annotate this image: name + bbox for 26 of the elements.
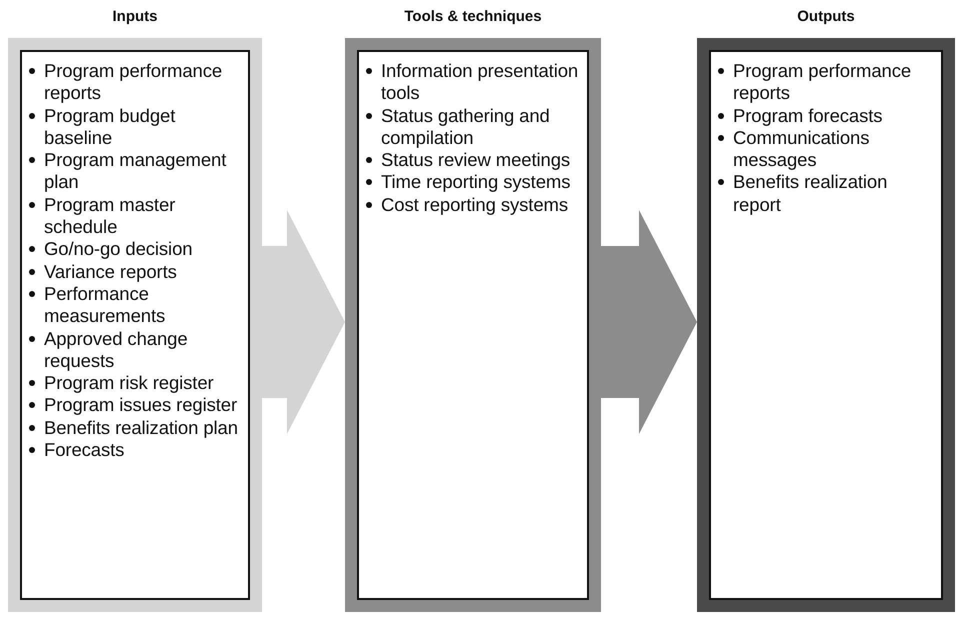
block-arrow (262, 210, 345, 434)
list-item: Program forecasts (733, 104, 882, 126)
list-item: Program budget baseline (44, 104, 176, 148)
list-item: Status gathering and compilation (381, 104, 550, 148)
list-item: Status review meetings (381, 149, 570, 170)
panel-heading: Tools & techniques (403, 8, 543, 25)
list-item: Communications messages (733, 126, 870, 170)
list-item: Go/no-go decision (44, 238, 192, 260)
list-item: Time reporting systems (381, 171, 570, 192)
list-item: Approved change requests (44, 328, 188, 371)
block-arrow (601, 210, 697, 434)
list-item: Benefits realization report (733, 171, 888, 215)
panel-heading: Inputs (112, 8, 158, 25)
list-item: Program management plan (44, 149, 226, 192)
list-item: Program performance reports (44, 60, 222, 104)
list-item: Program master schedule (44, 194, 176, 238)
list-item: Program risk register (44, 372, 214, 394)
list-item: Program issues register (44, 394, 238, 416)
panel-heading: Outputs (796, 8, 856, 25)
list-item: Information presentation tools (381, 60, 578, 104)
list-item: Cost reporting systems (381, 194, 568, 215)
list-item: Program performance reports (733, 60, 912, 104)
list-item: Variance reports (44, 260, 177, 282)
list-item: Performance measurements (44, 282, 166, 326)
list-item: Benefits realization plan (44, 416, 238, 438)
list-item: Forecasts (44, 439, 124, 460)
